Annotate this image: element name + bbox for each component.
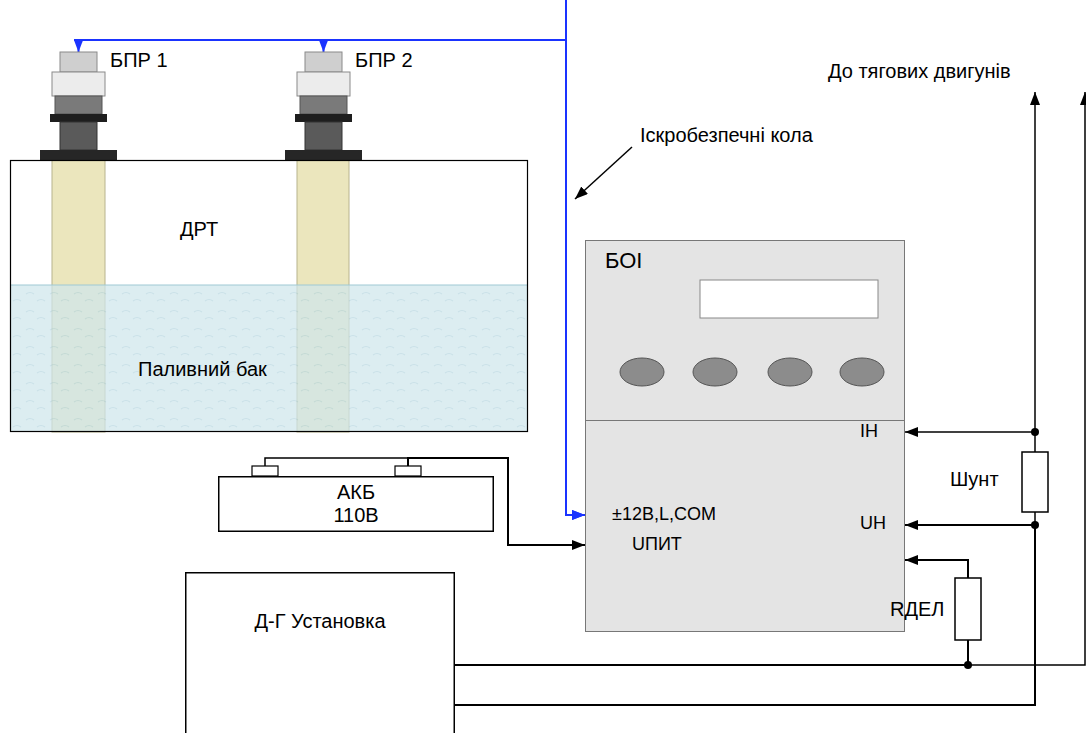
fuel-surface (10, 285, 528, 286)
battery-wire (265, 458, 408, 466)
sensor-band (55, 96, 102, 114)
node-text: БОІ (605, 248, 642, 273)
node-text: АКБ 110В (325, 481, 387, 527)
pin-label: ±12В,L,COM (612, 504, 716, 525)
sensor-head: БПР 1 (40, 52, 117, 160)
node-shape (185, 572, 455, 733)
battery-terminal (395, 466, 421, 476)
sensor-ring (297, 72, 350, 96)
sensor-head: БПР 2 (285, 52, 362, 160)
sensor-cap (305, 52, 342, 72)
direction-label: До тягових двигунів (828, 60, 1011, 83)
display-window (700, 280, 878, 318)
box-outline (186, 573, 455, 733)
node-shape (585, 240, 905, 632)
sensor-band (295, 114, 352, 122)
node-text: БПР 1 (110, 49, 168, 72)
battery-terminal (252, 466, 278, 476)
pin-label: UПИТ (632, 534, 682, 555)
resistor-symbol (955, 578, 981, 640)
sensor-band (50, 114, 107, 122)
connector (324, 40, 586, 515)
component-label: RДЕЛ (890, 598, 944, 621)
leader-arrow (575, 147, 632, 199)
sensor-band (300, 96, 347, 114)
node-text: БПР 2 (355, 49, 413, 72)
pin-label: IН (860, 421, 878, 442)
unit-terminal-block (586, 421, 905, 632)
signal-wire (565, 0, 567, 40)
battery-box: АКБ 110В (218, 476, 494, 532)
node-shape (40, 52, 117, 160)
unit-button (840, 358, 884, 386)
sensor-ring (52, 72, 105, 96)
connector (79, 40, 586, 515)
generator-box: Д-Г Установка (185, 572, 455, 733)
current-sense-wire (905, 431, 1035, 433)
part-label: ДРТ (180, 218, 218, 241)
node-shape (285, 52, 362, 160)
fuel-liquid (10, 285, 528, 432)
box-outline (219, 477, 494, 532)
pin-label: UН (860, 513, 886, 534)
junction-dot (1031, 428, 1039, 436)
junction-dot (1031, 521, 1039, 529)
sensor-flange (285, 150, 362, 160)
unit-button (620, 358, 664, 386)
junction-dot (964, 661, 972, 669)
fuel-tank: Паливний бак (10, 160, 528, 432)
unit-button (693, 358, 737, 386)
sensor-neck (60, 122, 97, 150)
shunt-symbol (1022, 452, 1048, 512)
display-unit: БОІ (585, 240, 905, 632)
node-shape (10, 160, 528, 432)
callout-text: Іскробезпечні кола (640, 124, 813, 147)
unit-front (586, 241, 905, 421)
power-wire (968, 92, 1085, 665)
sensor-cap (60, 52, 97, 72)
unit-button (768, 358, 812, 386)
sensor-flange (40, 150, 117, 160)
node-text: Паливний бак (138, 358, 267, 381)
component-label: Шунт (950, 468, 999, 491)
sensor-neck (305, 122, 342, 150)
tank-outline (11, 161, 528, 432)
node-text: Д-Г Установка (254, 610, 385, 633)
